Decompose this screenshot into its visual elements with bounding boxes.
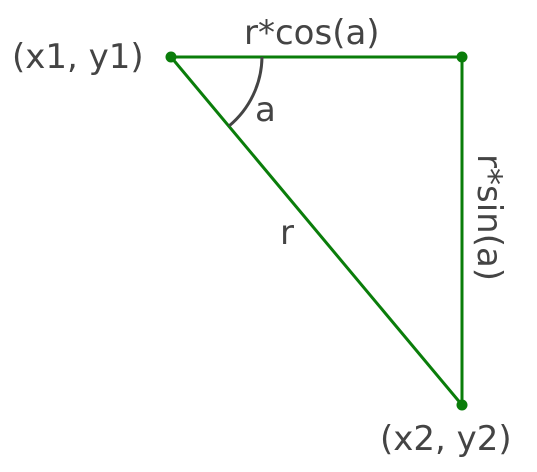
vertical-label: r*sin(a)	[469, 154, 509, 281]
hypotenuse-label: r	[280, 213, 294, 253]
hypotenuse-edge	[169, 56, 464, 406]
angle-arc	[228, 56, 264, 128]
corner-point	[456, 51, 468, 63]
point-2-label: (x2, y2)	[380, 419, 512, 459]
horizontal-label: r*cos(a)	[244, 13, 380, 53]
point-2	[456, 399, 468, 411]
angle-label: a	[255, 90, 276, 130]
point-1	[165, 51, 177, 63]
point-1-label: (x1, y1)	[12, 37, 144, 77]
